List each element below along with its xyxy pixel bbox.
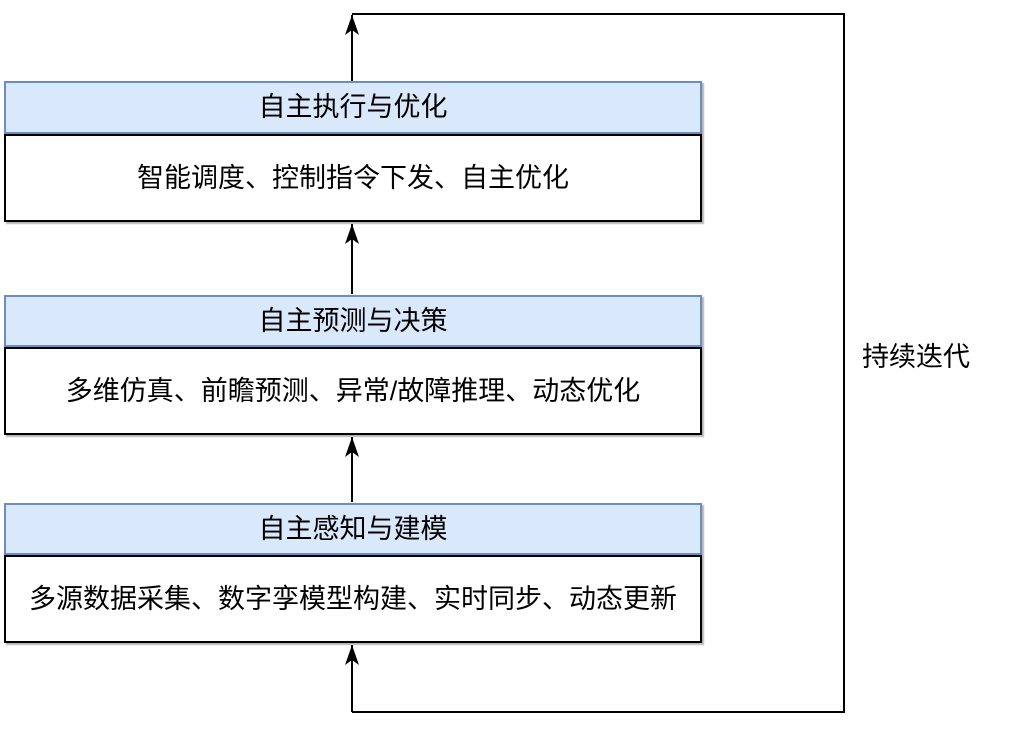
stage-perception-header: 自主感知与建模 <box>4 503 702 555</box>
stage-perception-body: 多源数据采集、数字孪模型构建、实时同步、动态更新 <box>4 555 702 643</box>
loop-label: 持续迭代 <box>862 342 970 372</box>
stage-execution-header: 自主执行与优化 <box>4 81 702 134</box>
stage-prediction-body: 多维仿真、前瞻预测、异常/故障推理、动态优化 <box>4 347 702 435</box>
stage-execution-body: 智能调度、控制指令下发、自主优化 <box>4 134 702 222</box>
feedback-loop-line <box>352 13 845 713</box>
stage-prediction-header: 自主预测与决策 <box>4 295 702 347</box>
